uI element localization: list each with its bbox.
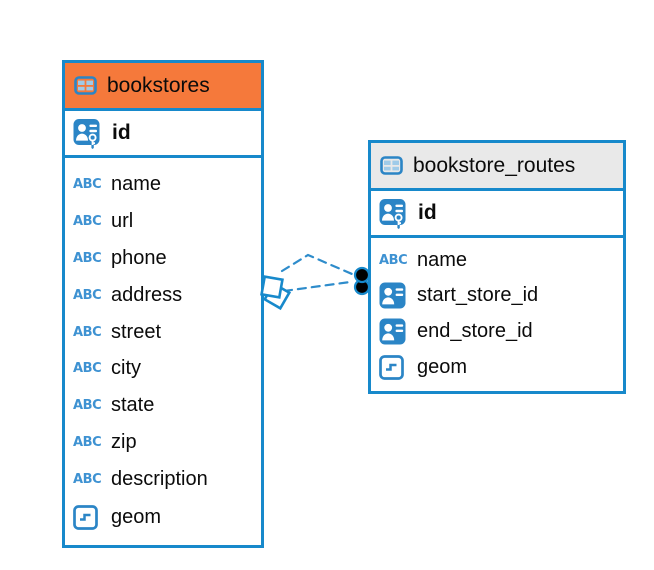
column-row[interactable]: ABC street: [65, 321, 261, 344]
column-row[interactable]: end_store_id: [371, 318, 623, 345]
primary-key-icon: [73, 118, 103, 149]
primary-key-icon: [379, 198, 409, 229]
column-name: name: [111, 172, 162, 195]
column-row[interactable]: ABC name: [371, 249, 623, 272]
table-name: bookstores: [107, 73, 210, 97]
column-row[interactable]: ABC phone: [65, 247, 261, 270]
column-row[interactable]: geom: [371, 355, 623, 381]
column-row[interactable]: ABC description: [65, 468, 261, 491]
table-header-bookstores[interactable]: bookstores: [65, 63, 261, 111]
text-type-icon: ABC: [73, 287, 102, 303]
column-row[interactable]: ABC address: [65, 284, 261, 307]
column-name: id: [112, 121, 131, 144]
column-name: id: [418, 201, 437, 224]
column-row[interactable]: start_store_id: [371, 282, 623, 309]
column-row[interactable]: ABC state: [65, 394, 261, 417]
text-type-icon: ABC: [73, 361, 102, 377]
column-name: geom: [111, 506, 162, 529]
column-name: state: [111, 394, 155, 417]
column-list: ABC name start_store_id: [371, 238, 623, 391]
text-type-icon: ABC: [73, 398, 102, 414]
column-name: street: [111, 320, 162, 343]
foreign-key-icon: [379, 282, 409, 309]
column-name: start_store_id: [417, 283, 539, 306]
column-name: phone: [111, 246, 167, 269]
column-row[interactable]: ABC zip: [65, 431, 261, 454]
text-type-icon: ABC: [73, 324, 102, 340]
column-name: zip: [111, 431, 137, 454]
column-row-id[interactable]: id: [65, 111, 261, 158]
text-type-icon: ABC: [73, 472, 102, 488]
column-list: ABC name ABC url ABC phone ABC address A…: [65, 158, 261, 545]
column-name: name: [417, 248, 468, 271]
column-row[interactable]: ABC url: [65, 210, 261, 233]
geometry-type-icon: [379, 355, 409, 381]
text-type-icon: ABC: [379, 252, 408, 268]
column-row[interactable]: geom: [65, 505, 261, 530]
column-row[interactable]: ABC name: [65, 173, 261, 196]
column-name: end_store_id: [417, 320, 533, 343]
column-name: city: [111, 357, 141, 380]
column-row-id[interactable]: id: [371, 191, 623, 238]
column-name: url: [111, 209, 134, 232]
table-name: bookstore_routes: [413, 153, 576, 177]
column-row[interactable]: ABC city: [65, 357, 261, 380]
text-type-icon: ABC: [73, 250, 102, 266]
geometry-type-icon: [73, 505, 103, 530]
table-icon: [74, 76, 98, 95]
text-type-icon: ABC: [73, 435, 102, 451]
table-bookstore-routes[interactable]: bookstore_routes id ABC name: [368, 140, 626, 394]
table-header-bookstore-routes[interactable]: bookstore_routes: [371, 143, 623, 191]
text-type-icon: ABC: [73, 176, 102, 192]
text-type-icon: ABC: [73, 213, 102, 229]
table-bookstores[interactable]: bookstores id ABC name ABC url: [62, 60, 264, 548]
foreign-key-icon: [379, 318, 409, 345]
table-icon: [380, 156, 404, 175]
column-name: geom: [417, 356, 468, 379]
column-name: description: [111, 468, 208, 491]
column-name: address: [111, 283, 183, 306]
